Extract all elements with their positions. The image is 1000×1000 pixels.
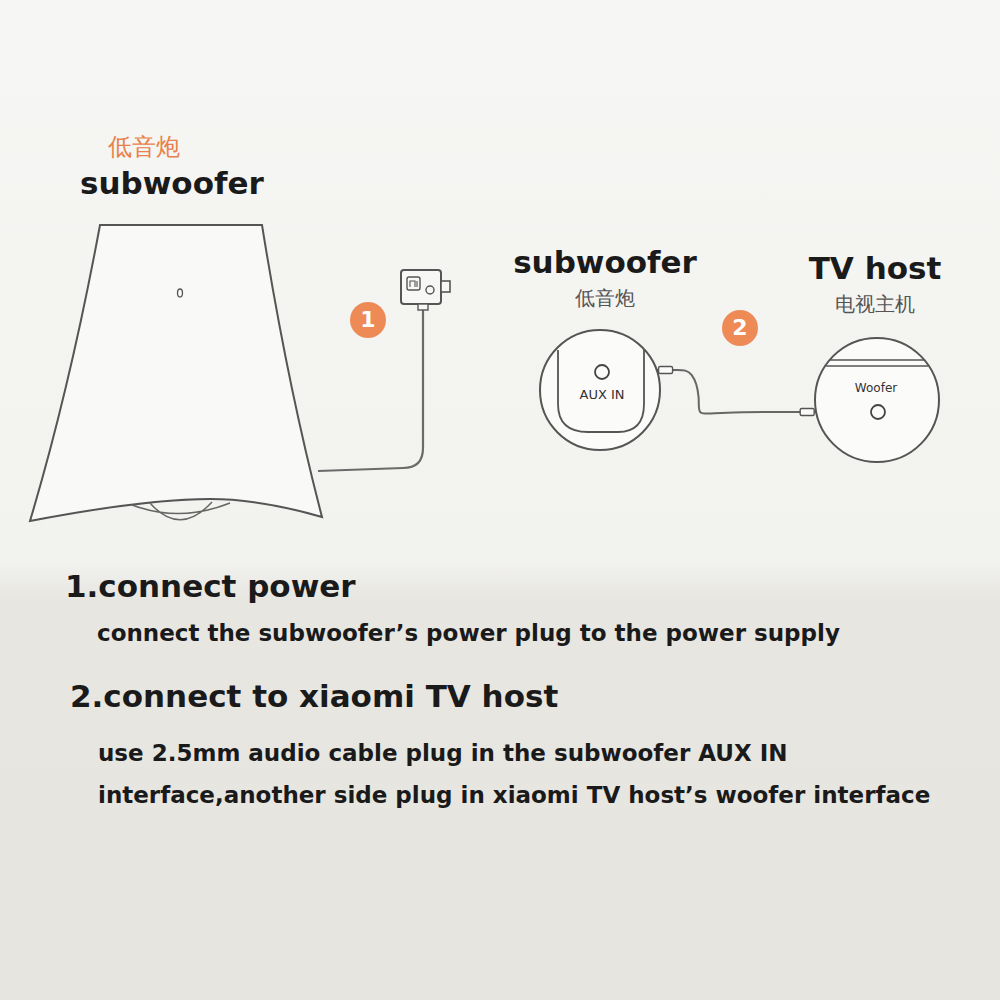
- power-plug: [401, 270, 450, 310]
- heading: subwoofer: [80, 165, 264, 202]
- step-heading: 2.connect to xiaomi TV host: [70, 678, 558, 715]
- jack: [871, 405, 885, 419]
- cable-plug: [659, 367, 673, 374]
- callout-circle: [722, 310, 758, 346]
- port-label: AUX IN: [579, 387, 624, 403]
- power-cable: [318, 305, 423, 471]
- housing-edge: [558, 350, 644, 432]
- heading: subwoofer: [513, 244, 697, 281]
- audio-cable-group: [657, 367, 817, 416]
- speaker-base: [132, 502, 230, 520]
- detail-circle: [815, 338, 939, 462]
- cable-plug: [800, 409, 814, 416]
- aux-in-detail: subwoofer 低音炮 AUX IN: [505, 240, 705, 460]
- step-text: use 2.5mm audio cable plug in the subwoo…: [98, 732, 938, 816]
- step-text: connect the subwoofer’s power plug to th…: [97, 620, 840, 648]
- chinese-heading: 低音炮: [108, 133, 180, 162]
- speaker-body: [30, 225, 322, 521]
- detail-circle: [540, 330, 660, 450]
- indicator-light: [178, 289, 183, 297]
- tv-host-detail: TV host 电视主机 Woofer: [775, 245, 975, 470]
- port-label: Woofer: [855, 381, 897, 395]
- step-heading: 1.connect power: [65, 568, 356, 605]
- subwoofer-unit: 低音炮 subwoofer: [20, 125, 340, 540]
- callout-number: 1: [360, 307, 375, 333]
- heading: TV host: [809, 250, 942, 287]
- housing-edge: [826, 360, 928, 366]
- callout-circle: [350, 302, 386, 338]
- callout-number: 2: [732, 315, 747, 341]
- chinese-heading: 低音炮: [575, 286, 635, 310]
- jack: [595, 365, 609, 379]
- chinese-heading: 电视主机: [835, 292, 915, 316]
- audio-cable: [657, 370, 817, 414]
